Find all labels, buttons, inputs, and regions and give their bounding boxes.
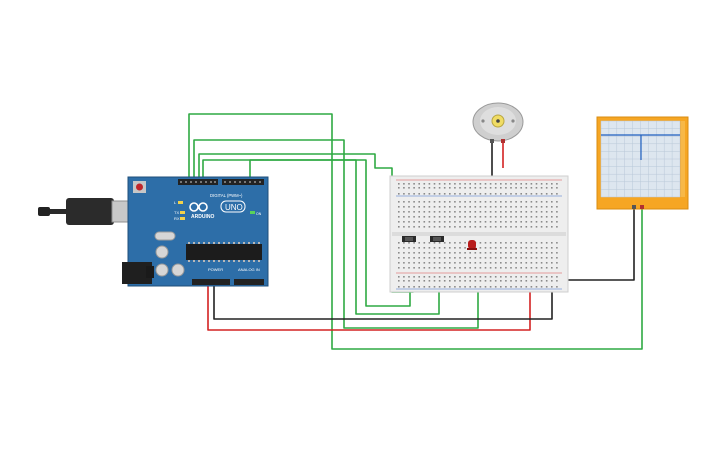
motor-shaft (496, 119, 500, 123)
digital-label: DIGITAL (PWM~) (210, 193, 243, 198)
oscilloscope[interactable] (596, 116, 689, 210)
l-led (178, 201, 183, 204)
motor-terminal-neg (490, 139, 494, 143)
digital-header-2 (222, 179, 264, 185)
reset-button-cap[interactable] (136, 183, 143, 191)
usb-plug (66, 198, 114, 225)
tx-led (180, 211, 185, 214)
rx-label: RX (174, 216, 180, 221)
led-red[interactable] (467, 240, 477, 250)
analog-label: ANALOG IN (238, 267, 260, 272)
l-label: L (174, 200, 177, 205)
scope-side-panel (681, 121, 685, 197)
model-label: UNO (225, 203, 243, 212)
center-channel (392, 232, 566, 236)
power-jack (122, 262, 152, 284)
rx-led (180, 217, 185, 220)
motor-screw-2 (511, 119, 515, 123)
power-label: POWER (208, 267, 223, 272)
on-led (250, 211, 255, 214)
scope-trace (601, 134, 680, 160)
wire-green-2[interactable] (193, 139, 479, 329)
capacitor-2 (155, 263, 169, 277)
breadboard[interactable] (389, 175, 569, 293)
crystal (154, 231, 176, 241)
wire-green-5[interactable] (249, 159, 411, 307)
usb-cable-end (38, 207, 50, 216)
wire-black-scope[interactable] (536, 208, 635, 281)
digital-header-1 (178, 179, 218, 185)
scope-terminal-pos (640, 205, 644, 209)
breadboard-holes (398, 183, 558, 288)
power-header (192, 279, 230, 285)
motor-terminal-pos (501, 139, 505, 143)
dc-motor[interactable] (472, 102, 524, 143)
tx-label: TX (174, 210, 179, 215)
chip-pins (188, 242, 260, 262)
pushbutton-1[interactable] (402, 236, 416, 242)
uno-badge (220, 200, 246, 213)
wire-red-5v[interactable] (207, 284, 531, 331)
voltage-regulator (146, 266, 154, 278)
arduino-uno[interactable]: DIGITAL (PWM~) ARDUINO UNO L TX RX ON (38, 176, 269, 287)
capacitor-1 (155, 245, 169, 259)
analog-header (234, 279, 264, 285)
atmega-chip (186, 244, 262, 260)
brand-label: ARDUINO (191, 214, 214, 220)
motor-screw-1 (481, 119, 485, 123)
usb-cable (50, 209, 68, 214)
digital-pins (180, 181, 261, 183)
wire-black-gnd[interactable] (213, 280, 553, 320)
scope-terminal-neg (632, 205, 636, 209)
pushbutton-2[interactable] (430, 236, 444, 242)
capacitor-3 (171, 263, 185, 277)
arduino-logo (189, 202, 208, 212)
wire-green-4[interactable] (202, 159, 440, 315)
on-label: ON (256, 212, 262, 216)
wire-green-1[interactable] (188, 113, 643, 350)
